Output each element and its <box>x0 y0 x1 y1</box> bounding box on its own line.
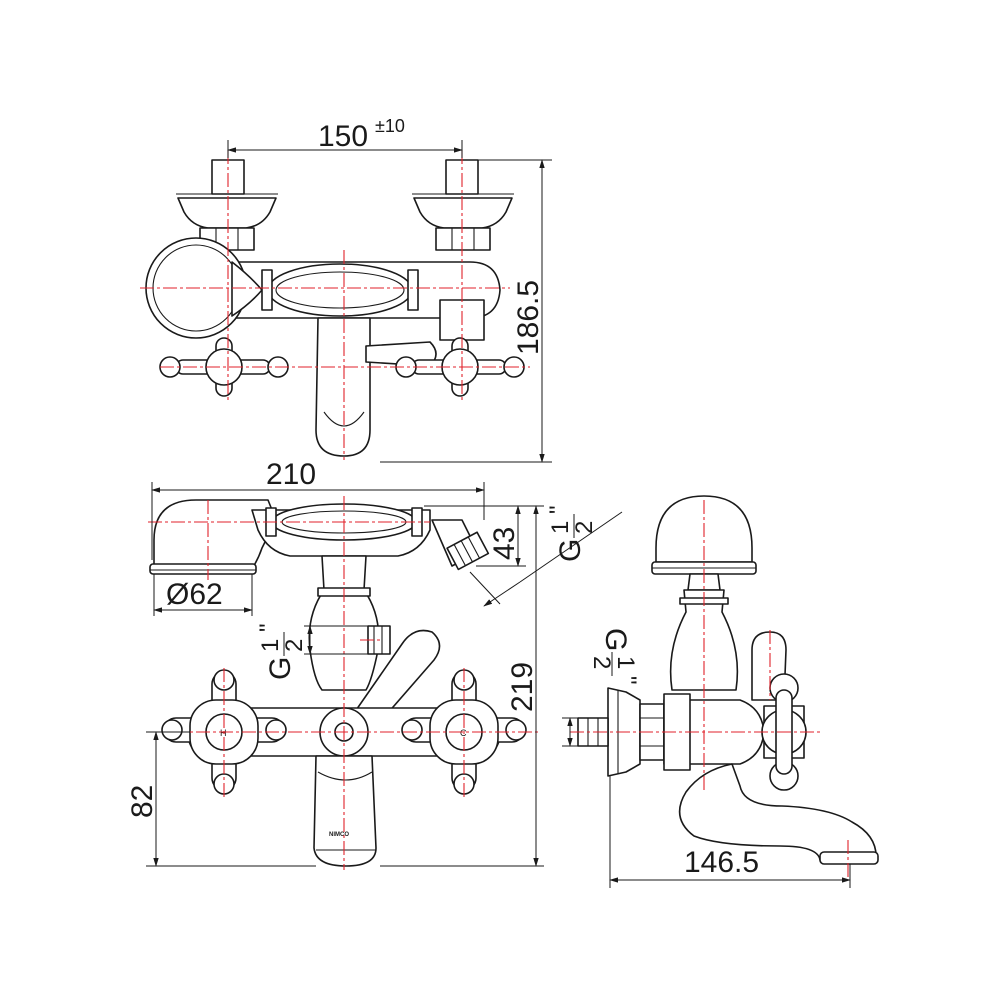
svg-text:1: 1 <box>547 521 574 534</box>
svg-text:G: G <box>554 539 587 562</box>
brand-logo: NIMCO <box>329 832 349 838</box>
dim-inlet-tolerance: ±10 <box>375 116 405 136</box>
svg-text:1: 1 <box>257 639 284 652</box>
cross-handle-hot: H <box>161 669 287 795</box>
svg-text:": " <box>255 623 282 632</box>
svg-text:1: 1 <box>612 656 639 669</box>
dim-inlet-spacing: 150 <box>318 120 368 153</box>
front-view: NIMCO H C <box>126 458 623 870</box>
svg-text:2: 2 <box>281 639 308 652</box>
svg-text:": " <box>545 505 572 514</box>
svg-text:G: G <box>599 628 632 651</box>
side-view: G 1 2 " 146.5 <box>562 495 879 888</box>
hose-thread-label: G 1 2 " <box>545 505 598 562</box>
dim-front-height: 219 <box>506 662 539 712</box>
wall-thread-label: G 1 2 " <box>588 628 641 685</box>
dim-spout-height: 82 <box>126 785 159 818</box>
svg-text:G: G <box>264 657 297 680</box>
dim-shower-width: 210 <box>266 458 316 491</box>
svg-text:2: 2 <box>588 656 615 669</box>
hot-label: H <box>220 728 227 738</box>
dim-handshower-diameter: Ø62 <box>166 578 223 611</box>
dim-top-height: 186.5 <box>512 280 545 355</box>
dim-spout-projection: 146.5 <box>684 846 759 879</box>
svg-text:2: 2 <box>571 521 598 534</box>
top-view: 150 ±10 186.5 <box>140 116 552 463</box>
side-thread-label: G 1 2 " <box>255 623 308 680</box>
dim-outlet-height: 43 <box>488 527 521 560</box>
svg-text:": " <box>614 676 641 685</box>
